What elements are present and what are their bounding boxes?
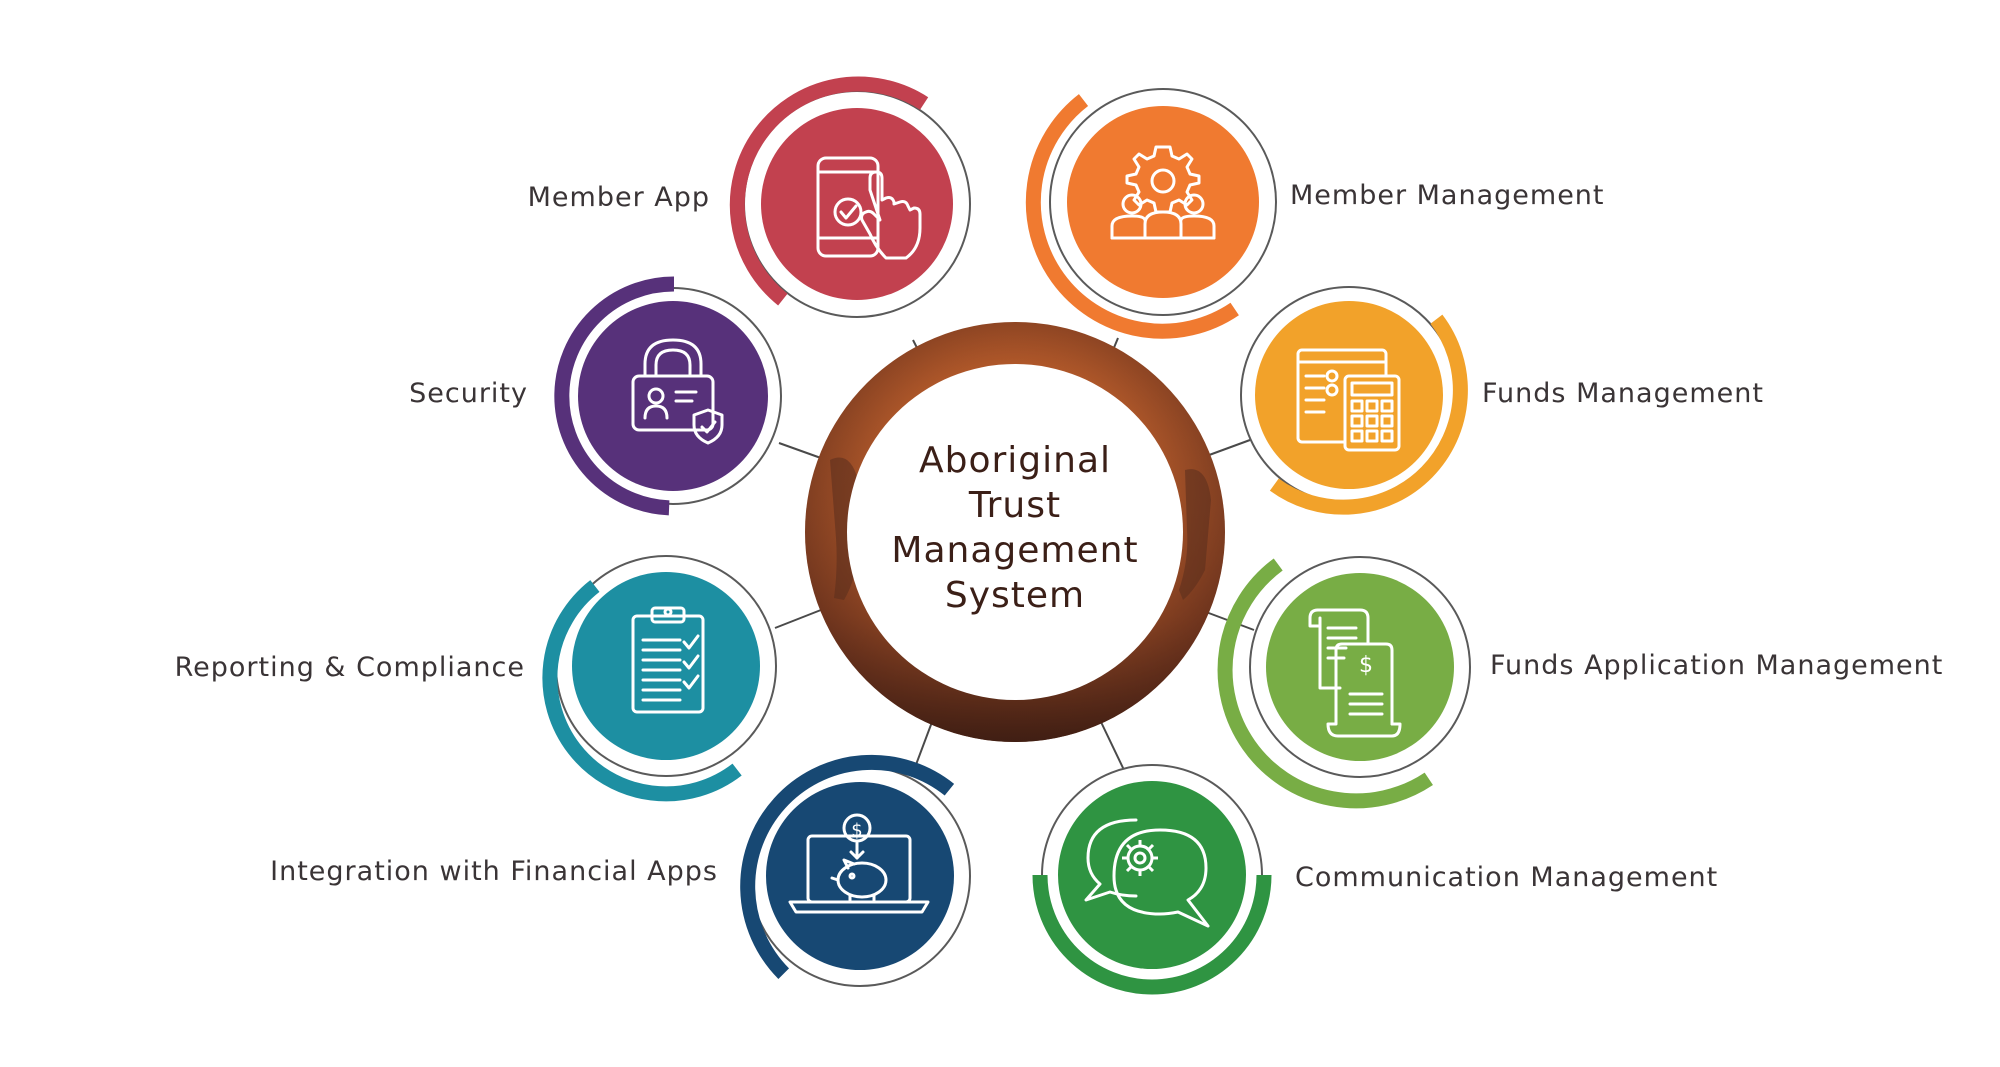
label-funds-management: Funds Management	[1482, 378, 1764, 409]
node-reporting-compliance	[542, 555, 777, 802]
node-color-disc	[578, 301, 768, 491]
connector-reporting	[774, 607, 827, 629]
node-security	[554, 276, 782, 516]
central-hub	[805, 322, 1225, 742]
node-funds-management	[1240, 286, 1468, 515]
hub-inner-circle	[847, 364, 1183, 700]
laptop-piggybank-icon	[788, 813, 930, 914]
hub-title: Aboriginal Trust Management System	[815, 438, 1215, 618]
phone-touch-icon	[816, 156, 922, 260]
hub-title-line: Aboriginal	[918, 440, 1112, 481]
label-reporting-compliance: Reporting & Compliance	[174, 652, 525, 683]
connector-communication	[1100, 721, 1125, 771]
chat-gear-icon	[1084, 818, 1210, 928]
hub-title-line: Management	[891, 530, 1139, 571]
node-color-disc	[766, 782, 954, 970]
node-color-disc	[1266, 573, 1454, 761]
node-accent-arc	[729, 76, 929, 306]
gear-icon	[1122, 840, 1158, 876]
hub-title-line: Trust	[968, 485, 1062, 526]
node-accent-arc	[1217, 558, 1433, 809]
lock-id-icon	[631, 338, 724, 445]
label-security: Security	[409, 378, 528, 409]
node-accent-arc	[1269, 314, 1468, 515]
node-accent-arc	[554, 276, 675, 516]
clipboard-checklist-icon	[631, 606, 705, 714]
label-integration-financial-apps: Integration with Financial Apps	[270, 856, 718, 887]
node-accent-arc	[1025, 94, 1239, 339]
connector-integration	[913, 721, 933, 771]
node-integration-financial-apps: $	[740, 754, 971, 987]
gear-people-icon	[1110, 145, 1216, 240]
label-funds-application-management: Funds Application Management	[1490, 650, 1944, 681]
node-color-disc	[572, 572, 760, 760]
node-accent-arc	[740, 754, 955, 979]
node-member-management	[1025, 88, 1277, 339]
label-member-management: Member Management	[1290, 180, 1605, 211]
node-funds-application-management: $	[1217, 556, 1471, 809]
node-accent-arc	[1032, 874, 1272, 995]
receipt-dollar-icon	[1308, 608, 1402, 738]
hub-title-line: System	[944, 575, 1086, 616]
dollar-sign-glyph: $	[1359, 653, 1373, 678]
label-member-app: Member App	[527, 182, 710, 213]
dollar-sign-glyph: $	[851, 820, 862, 841]
calculator-icon	[1296, 348, 1401, 452]
node-color-disc	[1058, 781, 1246, 969]
node-communication-management	[1032, 764, 1272, 995]
node-member-app	[729, 76, 971, 318]
label-communication-management: Communication Management	[1295, 862, 1719, 893]
node-color-disc	[1067, 106, 1259, 298]
node-accent-arc	[542, 580, 742, 802]
